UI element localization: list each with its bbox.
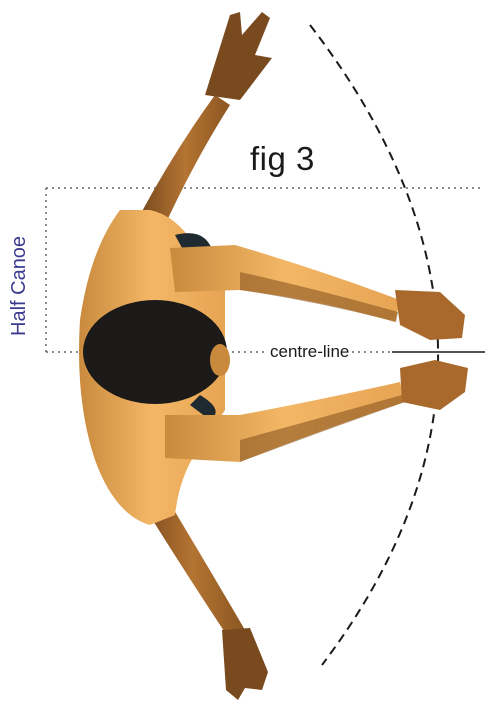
lower-hand (222, 628, 268, 700)
right-hand (395, 290, 465, 340)
half-canoe-label: Half Canoe (8, 236, 31, 336)
left-hand (400, 360, 468, 410)
figure-title: fig 3 (250, 140, 315, 178)
head (83, 300, 227, 404)
upper-arm (140, 95, 230, 225)
upper-hand (205, 12, 272, 100)
centre-line-label: centre-line (268, 342, 351, 362)
